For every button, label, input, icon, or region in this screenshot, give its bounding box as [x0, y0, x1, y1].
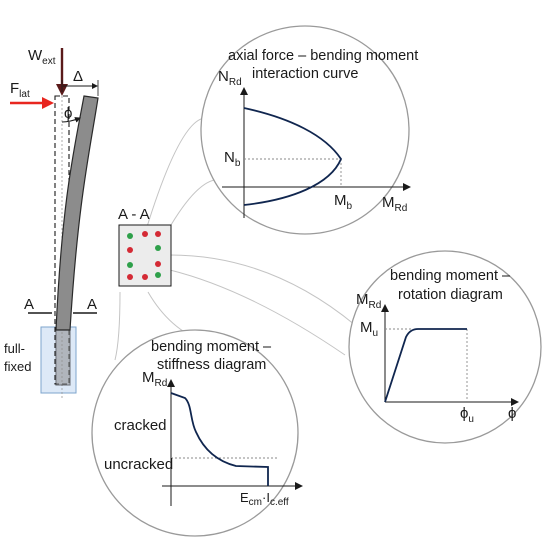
w-ext-label: Wext — [28, 47, 56, 67]
rotation-x-label: ϕ — [508, 405, 516, 422]
stiffness-x-label: Ecm·Ic.eff — [240, 490, 289, 508]
rebar-dot — [142, 274, 148, 280]
rotation-title-1: bending moment – — [390, 268, 511, 284]
interaction-curve — [243, 107, 343, 206]
phi-label: ϕ — [64, 105, 72, 122]
stiffness-panel: bending moment – stiffness diagram MRd c… — [91, 329, 303, 537]
interaction-mb-label: Mb — [334, 192, 353, 212]
rotation-title-2: rotation diagram — [398, 287, 503, 303]
f-lat-label: Flat — [10, 80, 30, 100]
rotation-circle — [348, 250, 542, 444]
stiffness-title-2: stiffness diagram — [157, 357, 266, 373]
support-label-1: full- — [4, 341, 25, 356]
stiffness-y-label: MRd — [142, 369, 167, 389]
cross-section-title: A - A — [118, 206, 150, 223]
stiffness-curve — [170, 392, 269, 486]
rotation-y-label: MRd — [356, 291, 381, 311]
section-cut-right-label: A — [87, 296, 97, 313]
rotation-phiu-label: ϕu — [460, 405, 474, 425]
interaction-title-2: interaction curve — [252, 66, 358, 82]
interaction-x-label: MRd — [382, 194, 407, 214]
support-label-2: fixed — [4, 359, 31, 374]
connector-lines — [114, 117, 356, 361]
column-base — [55, 329, 71, 386]
rotation-curve — [384, 328, 467, 403]
rebar-dot — [127, 247, 133, 253]
rebar-dot — [155, 272, 161, 278]
stiffness-cracked-label: cracked — [114, 417, 167, 434]
interaction-circle — [200, 25, 410, 235]
interaction-panel: axial force – bending moment interaction… — [200, 25, 418, 235]
delta-label: Δ — [73, 68, 83, 85]
rebar-dot — [155, 261, 161, 267]
section-cut-left-label: A — [24, 296, 34, 313]
rebar-dot — [142, 231, 148, 237]
rebar-group — [127, 231, 161, 280]
rotation-mu-label: Mu — [360, 319, 378, 339]
stiffness-uncracked-label: uncracked — [104, 456, 173, 473]
rebar-dot — [127, 233, 133, 239]
rebar-dot — [127, 274, 133, 280]
stiffness-circle — [91, 329, 299, 537]
interaction-nb-label: Nb — [224, 149, 241, 169]
column-model: Wext Flat Δ ϕ A A full- fixed — [4, 47, 99, 400]
interaction-title-1: axial force – bending moment — [228, 48, 418, 64]
rotation-panel: bending moment – rotation diagram MRd Mu… — [348, 250, 542, 444]
rebar-dot — [155, 231, 161, 237]
interaction-y-label: NRd — [218, 68, 242, 88]
rebar-dot — [127, 262, 133, 268]
cross-section: A - A — [118, 206, 172, 287]
phi-arc — [61, 117, 81, 123]
f-lat-arrowhead — [42, 97, 54, 109]
stiffness-title-1: bending moment – — [151, 339, 272, 355]
rebar-dot — [155, 245, 161, 251]
